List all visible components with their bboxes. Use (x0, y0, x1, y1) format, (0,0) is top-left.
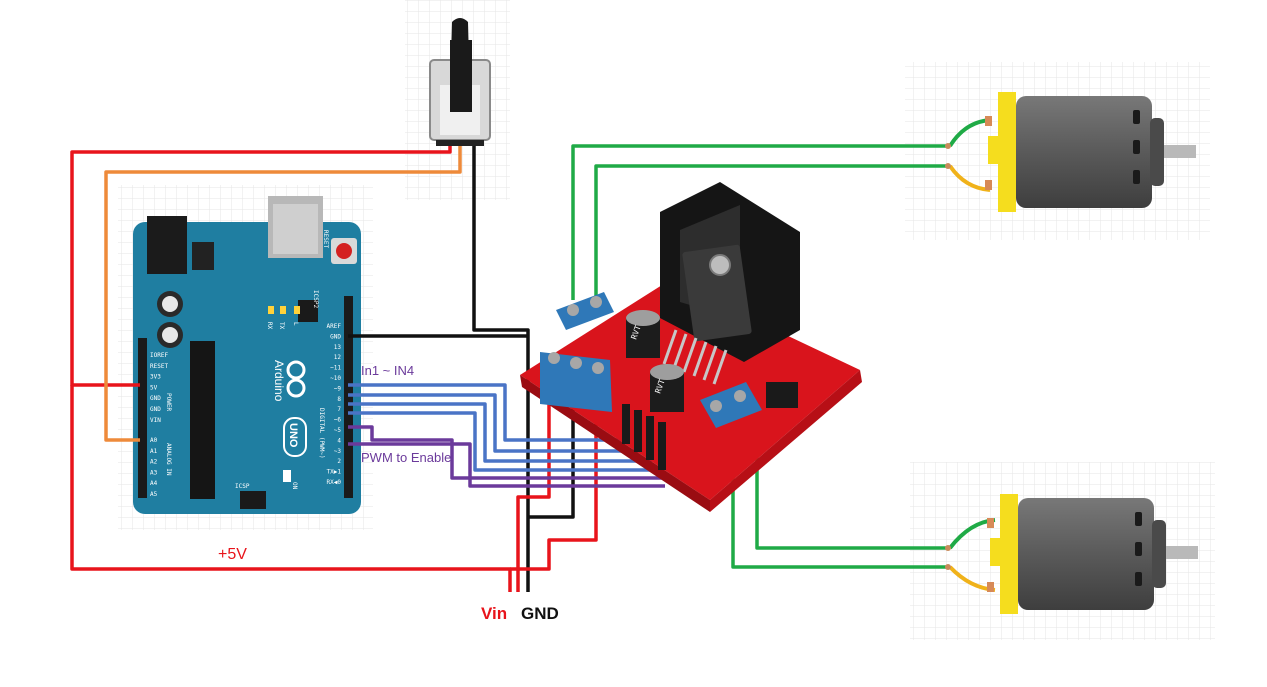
wire-pwm-b (348, 442, 665, 488)
dc-motor-top[interactable] (945, 92, 1196, 212)
wire-motor-a1 (571, 144, 946, 300)
plus-5v-label: +5V (218, 546, 247, 563)
analog-pin-label: A2 (150, 459, 158, 466)
capacitor-1: RVT (626, 310, 660, 358)
dc-motor-bottom[interactable] (945, 494, 1198, 614)
reset-label: RESET (322, 230, 329, 248)
analog-pin-label: A0 (150, 437, 158, 444)
uno-label: UNO (287, 423, 299, 448)
digital-pin-label: TX▶1 (327, 469, 342, 476)
in1-in4-label: In1 ~ IN4 (361, 363, 415, 378)
terminal-power[interactable] (540, 352, 612, 412)
wire-pwm-a (348, 425, 665, 480)
digital-pin-label: ~10 (330, 375, 341, 382)
digital-pin-label: 8 (337, 396, 341, 403)
wire-a0 (104, 146, 462, 442)
wire-in1 (348, 383, 630, 442)
digital-pin-label: ~11 (330, 365, 341, 372)
l298n-driver-module: RVT RVT (520, 182, 862, 512)
wire-in3 (348, 402, 652, 463)
icsp2-label: ICSP2 (312, 290, 319, 308)
tx-label: TX (278, 322, 285, 330)
wire-gnd-driver (528, 390, 575, 519)
terminal-motor-b[interactable] (700, 382, 762, 428)
arduino-infinity-logo (286, 360, 306, 398)
wire-in2 (348, 393, 640, 453)
vin-label: Vin (481, 604, 508, 623)
analog-pin-label: A3 (150, 469, 158, 476)
arduino-uno-board: RESET ICSP ICSP2 RX TX L Arduino UNO ON … (133, 196, 361, 514)
power-pin-label: GND (150, 395, 161, 402)
digital-pin-label: RX◀0 (327, 479, 342, 486)
digital-pin-label: 7 (337, 406, 341, 413)
analog-header-label: ANALOG IN (165, 443, 172, 476)
wire-gnd-pot (472, 146, 530, 592)
power-header-label: POWER (165, 393, 172, 411)
capacitor-2: RVT (650, 364, 684, 412)
wire-5v-driver (510, 390, 598, 571)
rx-label: RX (266, 322, 273, 330)
driver-control-pins[interactable] (622, 382, 798, 470)
power-pin-label: RESET (150, 363, 168, 370)
power-pin-label: IOREF (150, 352, 168, 359)
digital-pin-label: ~5 (334, 427, 342, 434)
terminal-motor-a[interactable] (556, 292, 614, 330)
wire-vin (516, 390, 551, 592)
icsp-label: ICSP (235, 483, 250, 490)
arduino-brand-label: Arduino (272, 360, 286, 402)
analog-pin-label: A1 (150, 448, 158, 455)
digital-pin-label: ~3 (334, 448, 342, 455)
gnd-label: GND (521, 604, 559, 623)
wire-5v-return (70, 385, 512, 592)
heatsink-screw (709, 254, 731, 276)
digital-pin-label: 4 (337, 437, 341, 444)
l-label: L (292, 322, 299, 326)
power-pin-label: VIN (150, 417, 161, 424)
wire-5v (70, 146, 452, 387)
on-label: ON (291, 482, 298, 490)
digital-pin-label: ~9 (334, 385, 342, 392)
digital-header-label: DIGITAL (PWM~) (318, 408, 325, 459)
digital-pin-label: 12 (334, 354, 342, 361)
wire-motor-a2 (594, 164, 946, 300)
power-pin-label: GND (150, 406, 161, 413)
pwm-enable-label: PWM to Enable (361, 450, 452, 465)
power-pin-label: 5V (150, 384, 158, 391)
digital-pin-label: 13 (334, 344, 342, 351)
power-pin-label: 3V3 (150, 374, 161, 381)
potentiometer[interactable] (429, 18, 491, 146)
analog-pin-label: A4 (150, 480, 158, 487)
digital-pin-label: ~6 (334, 417, 342, 424)
digital-pin-label: GND (330, 333, 341, 340)
analog-pin-label: A5 (150, 491, 158, 498)
digital-pin-label: AREF (327, 323, 342, 330)
digital-pin-label: 2 (337, 458, 341, 465)
wire-in4 (348, 411, 660, 472)
